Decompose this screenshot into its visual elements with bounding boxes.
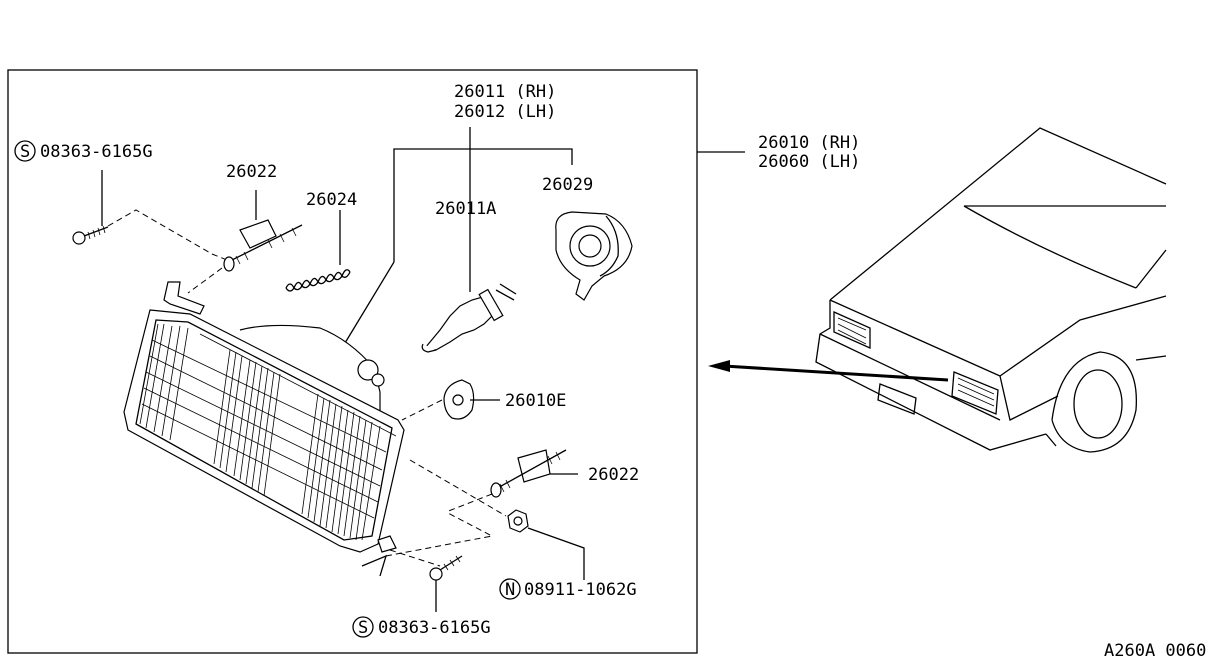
label-bulb: 26011A: [435, 199, 496, 219]
label-adjuster-right: 26022: [588, 465, 639, 485]
label-bulb-assembly-rh: 26011 (RH): [454, 82, 556, 102]
label-socket: 26029: [542, 175, 593, 195]
badge-screw-bottom: S: [358, 618, 368, 638]
badge-nut: N: [505, 580, 515, 600]
callout-bulb-assembly: [344, 127, 573, 344]
label-nut-number: 08911-1062G: [524, 580, 637, 600]
label-nut: N 08911-1062G: [499, 578, 637, 600]
label-screw-top: S 08363-6165G: [14, 140, 153, 162]
nut-icon: [507, 509, 585, 580]
spring-icon: [285, 210, 351, 292]
badge-screw-top: S: [20, 142, 30, 162]
socket-icon: [555, 211, 633, 301]
label-screw-bottom: S 08363-6165G: [352, 616, 491, 638]
screw-icon: [72, 170, 109, 245]
label-bulb-assembly-lh: 26012 (LH): [454, 102, 556, 122]
label-screw-bottom-number: 08363-6165G: [378, 618, 491, 638]
diagram-code: A260A 0060: [1104, 641, 1206, 661]
adjuster-top: [223, 190, 303, 272]
label-adjuster-top: 26022: [226, 162, 277, 182]
car-front-icon: [815, 127, 1167, 453]
label-headlamp-rh: 26010 (RH): [758, 133, 860, 153]
bulb-icon: [421, 283, 517, 353]
diagram-frame: [7, 69, 698, 654]
lens-ribs: [139, 323, 381, 541]
screw-icon: [429, 555, 463, 612]
retainer-part: [443, 379, 500, 420]
label-spring: 26024: [306, 190, 357, 210]
label-screw-top-number: 08363-6165G: [40, 142, 153, 162]
label-retainer: 26010E: [505, 391, 566, 411]
indicator-arrow: [708, 360, 949, 382]
label-headlamp-lh: 26060 (LH): [758, 152, 860, 172]
adjuster-right: [490, 449, 578, 498]
headlamp-icon: [123, 281, 405, 577]
